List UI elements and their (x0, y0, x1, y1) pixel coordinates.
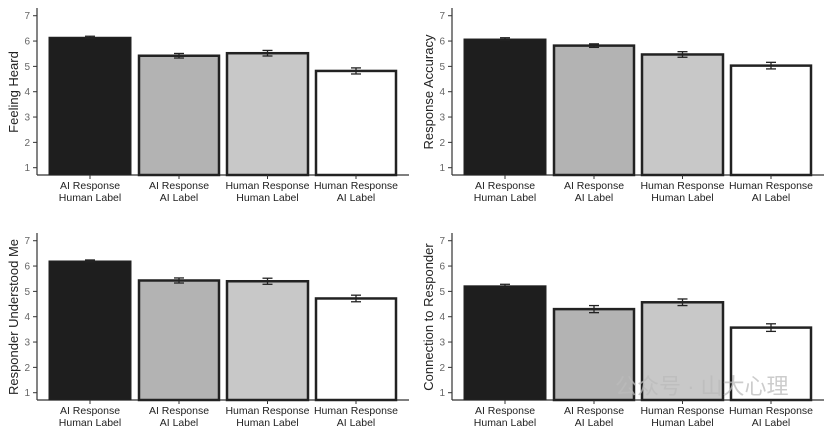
x-tick-label: Human Response (225, 405, 309, 417)
bar (225, 279, 310, 402)
y-tick-label: 6 (439, 262, 445, 273)
y-tick-label: 1 (24, 163, 30, 174)
x-tick-label: AI Label (575, 192, 614, 204)
y-tick-label: 7 (439, 11, 445, 22)
y-tick-label: 2 (439, 138, 445, 149)
bar (640, 53, 725, 177)
x-tick-label: Human Response (225, 180, 309, 192)
x-tick-label: AI Response (475, 405, 535, 417)
x-tick-label: Human Label (651, 417, 713, 429)
x-tick-label: AI Label (752, 417, 791, 429)
x-tick-label: Human Label (236, 417, 298, 429)
y-tick-label: 5 (24, 287, 30, 298)
bar (137, 279, 221, 402)
x-tick-label: AI Label (337, 192, 376, 204)
y-tick-label: 2 (24, 363, 30, 374)
x-tick-label: AI Response (149, 180, 209, 192)
y-tick-label: 5 (439, 62, 445, 73)
y-tick-label: 3 (439, 338, 445, 349)
x-tick-label: AI Response (564, 405, 624, 417)
x-tick-label: Human Label (59, 417, 121, 429)
y-tick-label: 3 (439, 113, 445, 124)
y-tick-label: 4 (24, 312, 30, 323)
x-tick-label: Human Label (651, 192, 713, 204)
y-tick-label: 3 (24, 113, 30, 124)
x-tick-label: AI Response (60, 405, 120, 417)
x-tick-label: AI Label (160, 417, 199, 429)
bar (552, 44, 636, 177)
bar (48, 36, 132, 176)
y-tick-label: 7 (439, 236, 445, 247)
watermark: 公众号 · 山大心理 (615, 374, 789, 399)
y-tick-label: 4 (439, 312, 445, 323)
x-tick-label: Human Response (314, 180, 398, 192)
x-tick-label: AI Label (752, 192, 791, 204)
y-axis-label: Connection to Responder (421, 243, 436, 391)
y-tick-label: 5 (24, 62, 30, 73)
bar (137, 54, 221, 177)
y-tick-label: 6 (24, 37, 30, 48)
bar (463, 285, 547, 401)
x-tick-label: Human Response (729, 180, 813, 192)
y-tick-label: 1 (24, 388, 30, 399)
y-tick-label: 6 (24, 262, 30, 273)
x-tick-label: AI Response (60, 180, 120, 192)
y-tick-label: 3 (24, 338, 30, 349)
x-tick-label: AI Response (475, 180, 535, 192)
y-tick-label: 2 (439, 363, 445, 374)
y-tick-label: 4 (439, 87, 445, 98)
x-tick-label: AI Label (575, 417, 614, 429)
x-tick-label: AI Response (564, 180, 624, 192)
x-tick-label: AI Response (149, 405, 209, 417)
y-tick-label: 6 (439, 37, 445, 48)
y-tick-label: 7 (24, 236, 30, 247)
x-tick-label: Human Response (314, 405, 398, 417)
bar (314, 297, 398, 402)
y-tick-label: 1 (439, 388, 445, 399)
y-tick-label: 1 (439, 163, 445, 174)
bar (463, 38, 547, 176)
x-tick-label: Human Response (640, 180, 724, 192)
bar (225, 51, 310, 177)
y-tick-label: 5 (439, 287, 445, 298)
bar (48, 260, 132, 401)
x-tick-label: AI Label (337, 417, 376, 429)
bar (729, 64, 813, 177)
y-tick-label: 7 (24, 11, 30, 22)
x-tick-label: Human Response (640, 405, 724, 417)
x-tick-label: Human Label (474, 192, 536, 204)
y-axis-label: Response Accuracy (421, 34, 436, 149)
y-axis-label: Feeling Heard (6, 51, 21, 133)
bar (314, 69, 398, 177)
x-tick-label: Human Response (729, 405, 813, 417)
x-tick-label: Human Label (59, 192, 121, 204)
y-tick-label: 4 (24, 87, 30, 98)
y-tick-label: 2 (24, 138, 30, 149)
x-tick-label: AI Label (160, 192, 199, 204)
y-axis-label: Responder Understood Me (6, 239, 21, 395)
x-tick-label: Human Label (474, 417, 536, 429)
x-tick-label: Human Label (236, 192, 298, 204)
